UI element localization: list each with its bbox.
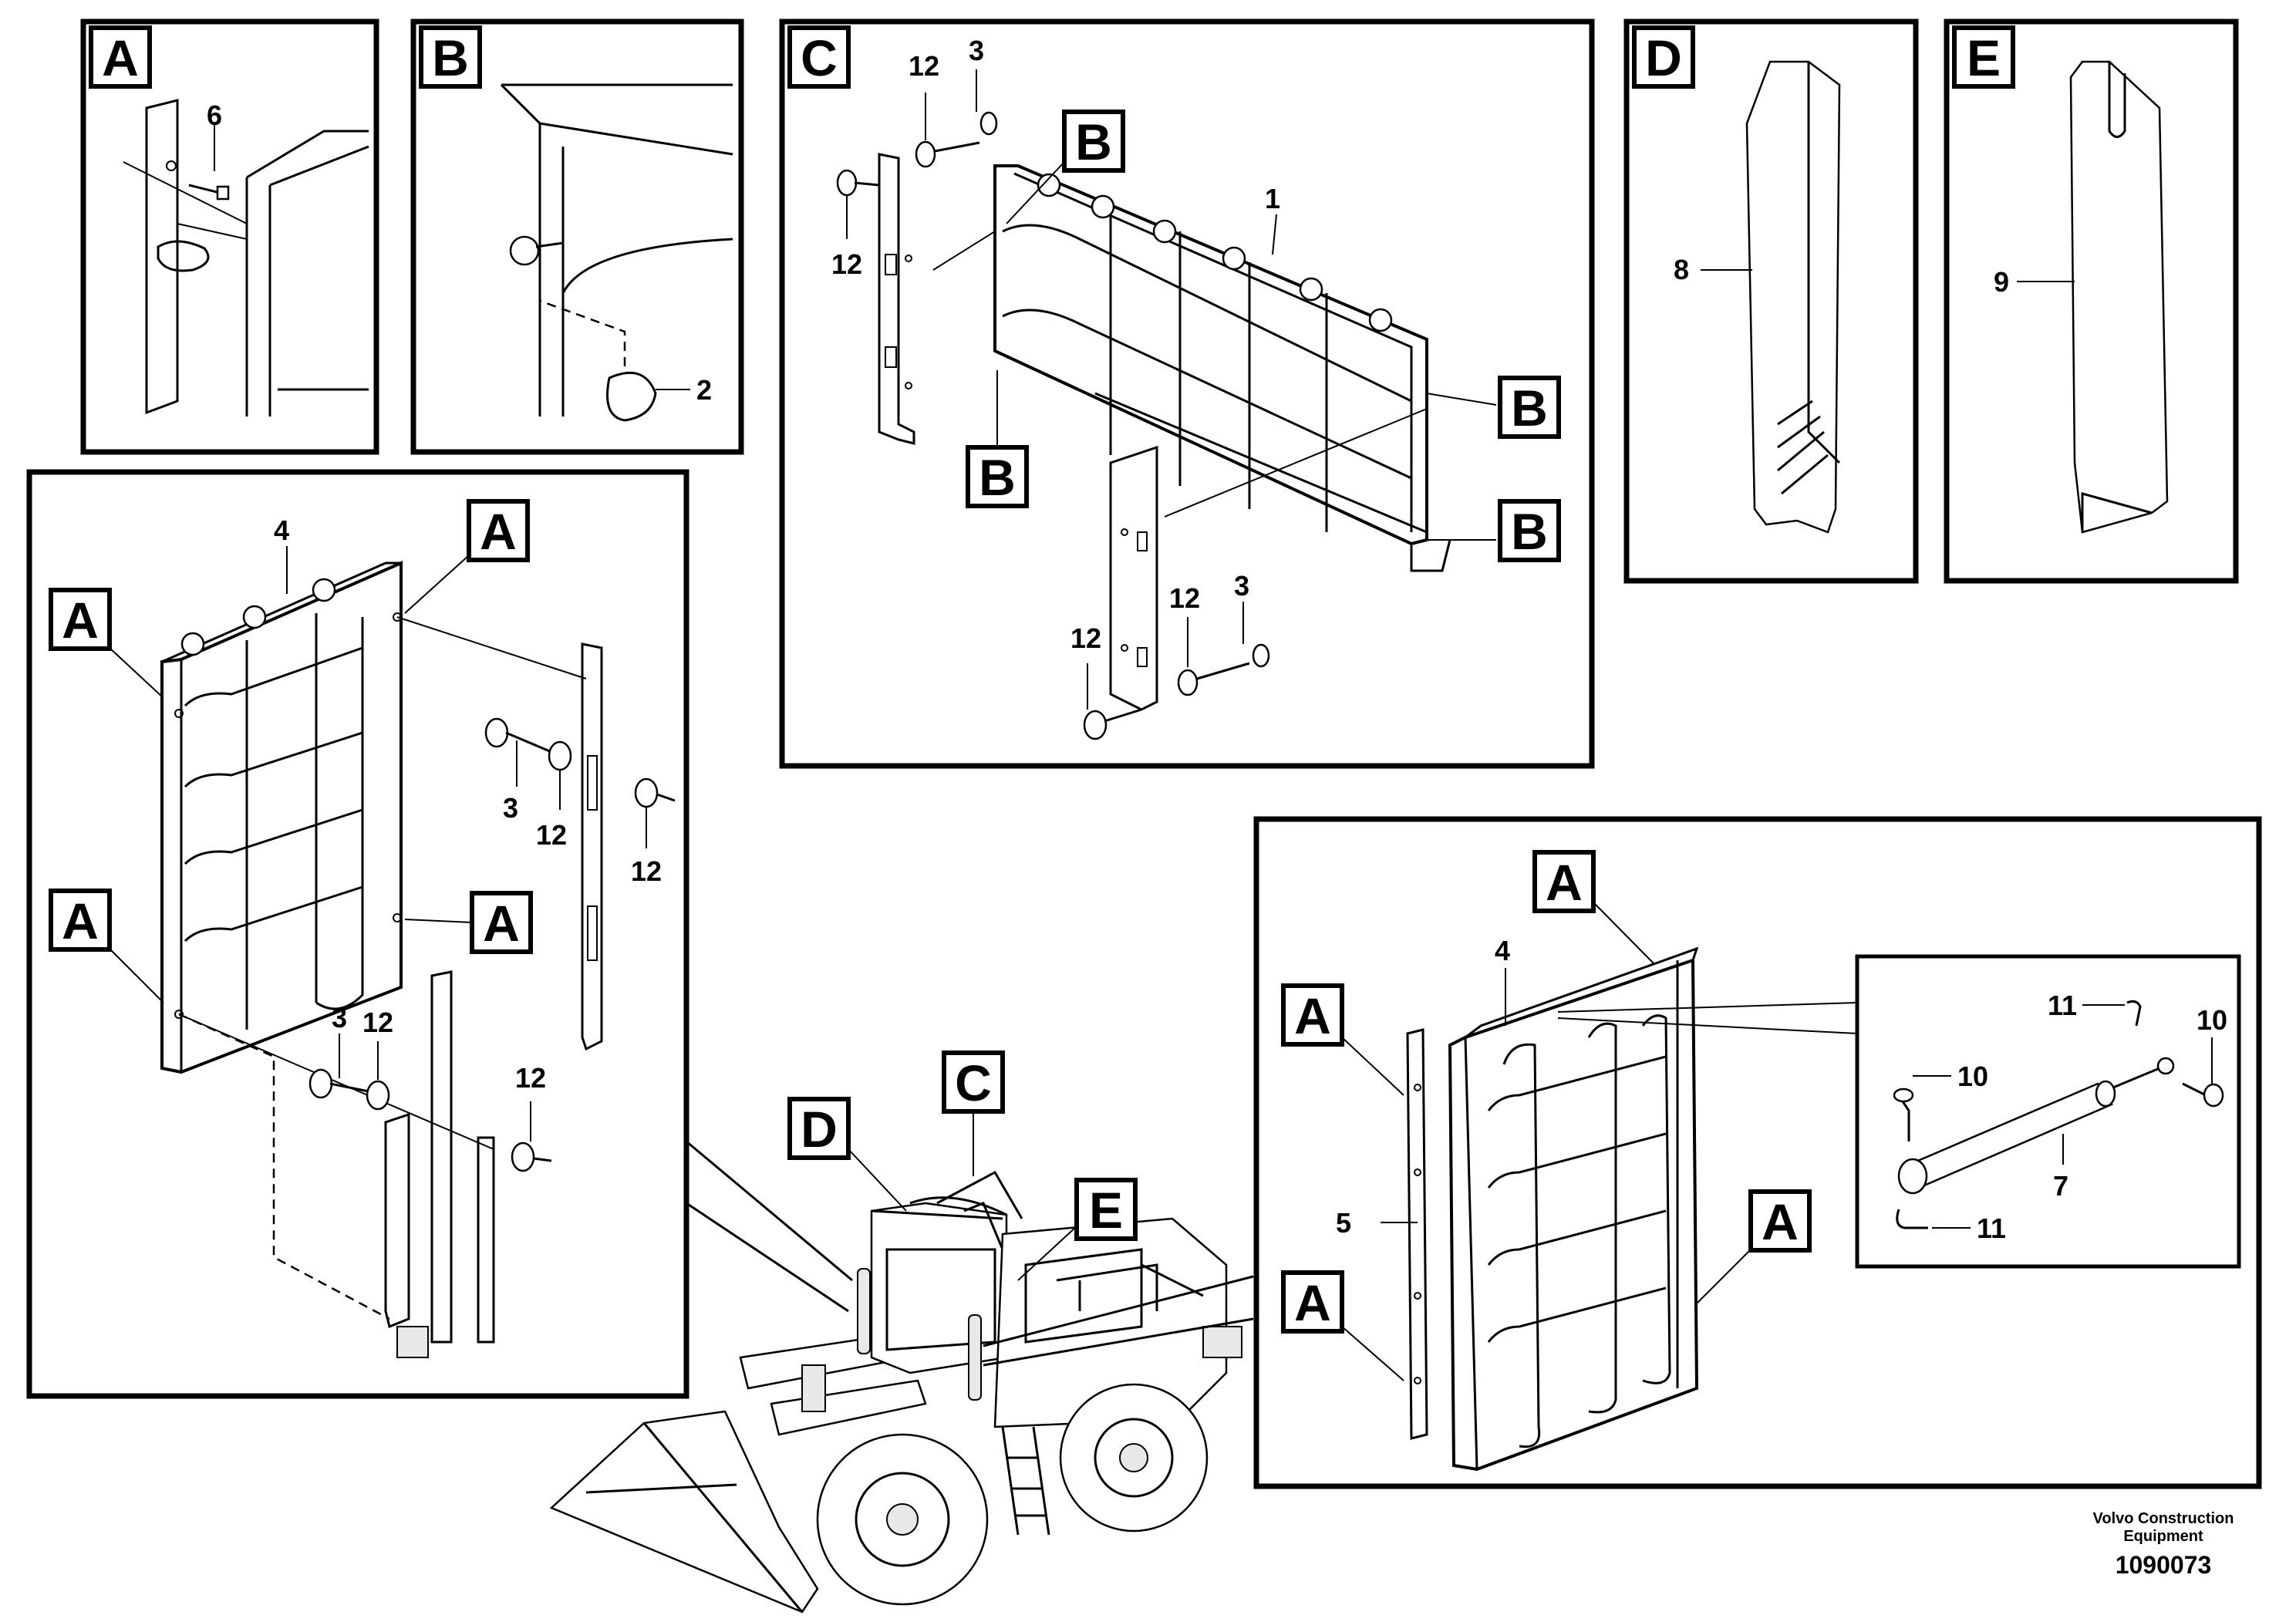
part-number-6: 6 bbox=[207, 99, 222, 131]
svg-text:B: B bbox=[1075, 113, 1112, 170]
callout-a-left-3: A bbox=[49, 889, 112, 952]
part-number-12-left1: 12 bbox=[536, 819, 567, 851]
panel-e-label: E bbox=[1952, 25, 2015, 89]
svg-text:A: A bbox=[62, 592, 99, 649]
part-number-7: 7 bbox=[2053, 1170, 2068, 1202]
part-number-1: 1 bbox=[1265, 183, 1280, 214]
part-number-9: 9 bbox=[1994, 266, 2009, 298]
part-number-3-c2: 3 bbox=[1234, 570, 1249, 602]
svg-text:B: B bbox=[979, 449, 1016, 506]
part-number-8: 8 bbox=[1674, 254, 1689, 285]
part-number-3-c1: 3 bbox=[969, 35, 984, 66]
callout-a-left-2: A bbox=[467, 499, 530, 562]
svg-text:B: B bbox=[1511, 503, 1548, 560]
part-number-10-right: 10 bbox=[2197, 1004, 2227, 1036]
callout-a-left-4: A bbox=[470, 891, 533, 954]
footer-company-line1: Volvo Construction bbox=[2093, 1510, 2234, 1527]
part-number-3-left1: 3 bbox=[503, 792, 518, 824]
callout-a-right-3: A bbox=[1281, 1270, 1344, 1334]
panel-d-label: D bbox=[1632, 25, 1695, 89]
right-assembly-panel: 5 4 A A A A bbox=[1253, 816, 2262, 1489]
svg-text:D: D bbox=[1645, 29, 1682, 86]
drawing-number: 1090073 bbox=[2116, 1551, 2212, 1579]
marker-e-bar bbox=[968, 1314, 982, 1401]
svg-text:C: C bbox=[801, 29, 838, 86]
part-number-5: 5 bbox=[1336, 1207, 1351, 1239]
callout-c-machine: C bbox=[942, 1050, 1005, 1114]
detail-panel-b: B 2 bbox=[410, 19, 744, 455]
svg-text:D: D bbox=[801, 1101, 838, 1158]
callout-b-c-top: B bbox=[1062, 110, 1125, 173]
detail-panel-e: E 9 bbox=[1944, 19, 2239, 584]
panel-a-label: A bbox=[89, 25, 152, 89]
svg-text:A: A bbox=[1294, 1274, 1331, 1331]
svg-text:A: A bbox=[1294, 987, 1331, 1044]
marker-d-bar bbox=[857, 1268, 871, 1354]
part-number-11-top: 11 bbox=[2048, 990, 2077, 1021]
part-number-4-right: 4 bbox=[1495, 935, 1510, 966]
part-number-12-left4: 12 bbox=[515, 1062, 546, 1094]
callout-b-c-right2: B bbox=[1498, 499, 1561, 562]
part-number-12-c2: 12 bbox=[831, 248, 862, 280]
svg-text:A: A bbox=[480, 503, 517, 560]
footer-company-line2: Equipment bbox=[2123, 1528, 2203, 1545]
part-number-12-left2: 12 bbox=[631, 855, 662, 887]
footer-block: Volvo Construction Equipment 1090073 bbox=[2093, 1510, 2234, 1579]
svg-text:A: A bbox=[483, 895, 520, 952]
callout-b-c-left: B bbox=[966, 445, 1029, 508]
svg-text:B: B bbox=[1511, 379, 1548, 437]
svg-text:A: A bbox=[102, 29, 139, 86]
svg-text:A: A bbox=[1762, 1193, 1799, 1250]
callout-e-machine: E bbox=[1074, 1178, 1138, 1241]
wheel-loader-illustration bbox=[549, 1170, 1242, 1614]
svg-text:E: E bbox=[1967, 29, 2001, 86]
part-number-12-left3: 12 bbox=[362, 1007, 393, 1038]
svg-text:A: A bbox=[62, 892, 99, 949]
callout-a-left-1: A bbox=[49, 588, 112, 651]
callout-a-right-4: A bbox=[1748, 1189, 1812, 1253]
detail-panel-c: C 12 3 12 bbox=[779, 19, 1595, 769]
callout-a-right-2: A bbox=[1281, 983, 1344, 1047]
callout-a-right-1: A bbox=[1532, 850, 1596, 913]
detail-panel-a: A 6 bbox=[80, 19, 379, 455]
part-number-12-c4: 12 bbox=[1169, 582, 1200, 614]
part-number-10-left: 10 bbox=[1957, 1061, 1988, 1092]
callout-d-machine: D bbox=[787, 1097, 851, 1160]
svg-text:B: B bbox=[432, 29, 469, 86]
panel-c-label: C bbox=[787, 25, 851, 89]
svg-text:E: E bbox=[1089, 1182, 1123, 1239]
part-number-4-left: 4 bbox=[274, 514, 289, 546]
part-number-12-c1: 12 bbox=[909, 50, 939, 82]
svg-text:A: A bbox=[1546, 854, 1583, 911]
part-number-11-bottom: 11 bbox=[1977, 1212, 2006, 1244]
left-assembly-panel: 4 A A A A bbox=[26, 469, 689, 1399]
detail-panel-d: D 8 bbox=[1623, 19, 1919, 584]
svg-text:C: C bbox=[955, 1054, 992, 1111]
part-number-2: 2 bbox=[696, 374, 712, 406]
callout-b-c-right1: B bbox=[1498, 376, 1561, 439]
panel-b-label: B bbox=[419, 25, 482, 89]
part-number-12-c3: 12 bbox=[1070, 622, 1101, 654]
part-number-3-left2: 3 bbox=[332, 1002, 347, 1034]
